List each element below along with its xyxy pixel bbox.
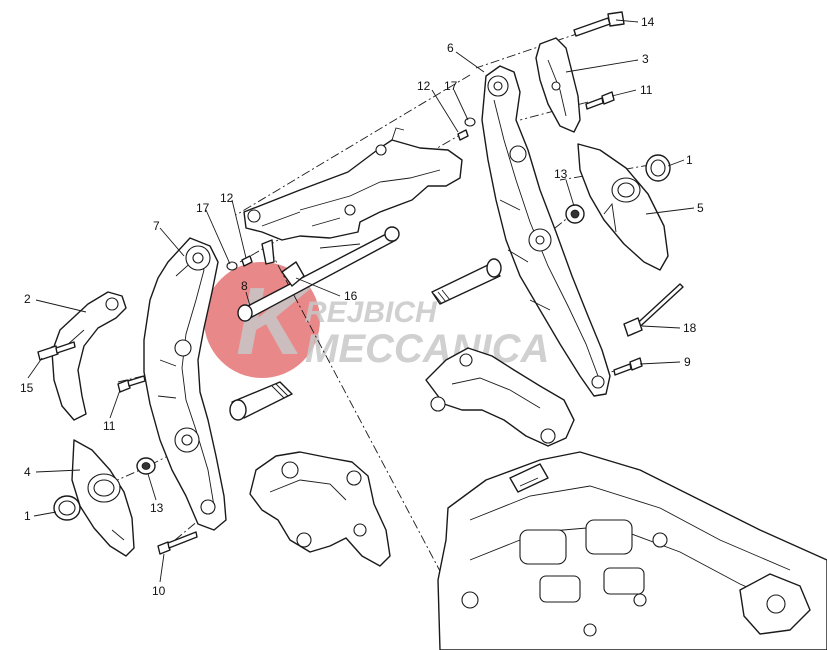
screw-12-right [457, 129, 469, 141]
washer-17-right [464, 117, 476, 127]
bolt-10 [157, 531, 198, 555]
watermark-line2: MECCANICA [305, 327, 549, 371]
left-bushing [136, 457, 156, 475]
callout-18: 18 [683, 321, 697, 335]
callout-1-lower: 1 [24, 509, 31, 523]
right-frame-bracket [425, 347, 575, 447]
gear-linkage-rod [237, 226, 400, 322]
callout-5: 5 [697, 201, 704, 215]
callout-16: 16 [344, 289, 358, 303]
bolt-14 [573, 11, 625, 37]
callout-6: 6 [447, 41, 454, 55]
callout-4: 4 [24, 465, 31, 479]
callout-13-upper: 13 [554, 167, 568, 181]
callout-10: 10 [152, 584, 166, 598]
callout-9: 9 [684, 355, 691, 369]
engine-block [437, 451, 827, 650]
left-footpeg-bracket [143, 237, 227, 531]
callout-11-lower: 11 [103, 419, 116, 433]
callout-12-lower: 12 [220, 191, 234, 205]
callout-14: 14 [641, 15, 655, 29]
callout-labels: 14 6 3 12 17 11 1 13 5 7 17 12 2 8 16 18… [20, 15, 704, 598]
callout-8: 8 [241, 279, 248, 293]
bolt-15 [37, 341, 76, 361]
left-heel-guard [51, 291, 127, 421]
callout-7: 7 [153, 219, 160, 233]
washer-17-left [226, 261, 238, 271]
right-footpeg-pin [431, 258, 502, 305]
bolt-11-right [585, 91, 615, 110]
right-heel-guard [535, 37, 581, 133]
right-footpeg-bracket [481, 65, 611, 397]
callout-17-lower: 17 [196, 201, 210, 215]
callout-2: 2 [24, 292, 31, 306]
bolt-9 [613, 357, 643, 376]
left-heat-shield [71, 439, 135, 557]
screw-12-left [241, 255, 253, 267]
right-heat-shield [577, 143, 669, 271]
right-washer-ring [645, 154, 671, 182]
left-washer-ring [53, 495, 81, 521]
bolt-11-left [117, 375, 146, 393]
leader-lines [27, 19, 695, 583]
left-footpeg-pin [229, 381, 293, 421]
callout-15: 15 [20, 381, 34, 395]
rod-18 [623, 283, 684, 337]
callout-13-lower: 13 [150, 501, 164, 515]
right-bushing [565, 204, 585, 224]
subframe-bracket [243, 127, 463, 241]
callout-3: 3 [642, 52, 649, 66]
callout-11-upper: 11 [640, 83, 653, 97]
watermark-line1: REJBICH [305, 296, 438, 329]
callout-1-upper: 1 [686, 153, 693, 167]
center-engine-bracket [249, 451, 391, 567]
callout-17-upper: 17 [444, 79, 458, 93]
callout-12-upper: 12 [417, 79, 431, 93]
